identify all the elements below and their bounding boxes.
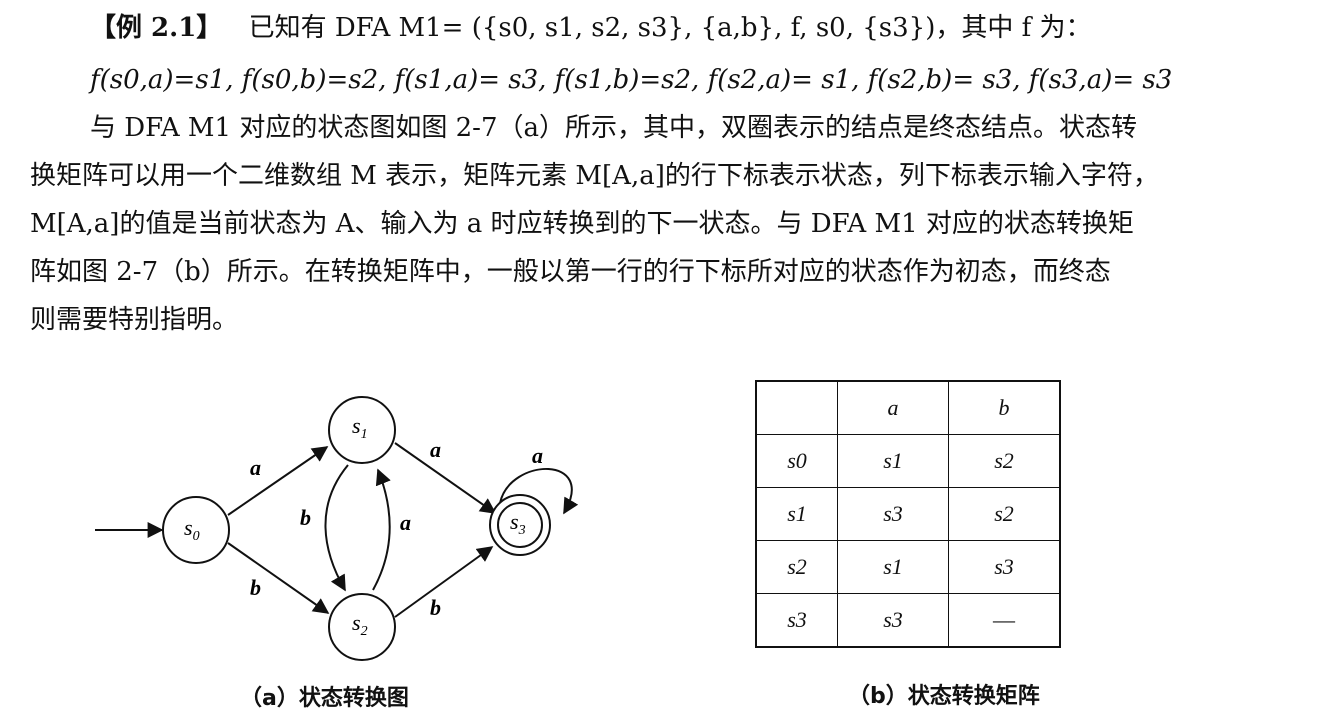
- edge-label-s3-s3: a: [532, 443, 543, 468]
- edge-s3-s3-loop: [499, 467, 579, 515]
- edge-s2-s3: [394, 546, 494, 618]
- state-label-s3: s3: [510, 509, 526, 538]
- edge-label-s0-s1: a: [250, 455, 261, 480]
- matrix-row: s2 s1 s3: [755, 540, 1061, 594]
- matrix-cell: s2: [948, 434, 1061, 488]
- edge-label-s0-s2: b: [250, 575, 261, 600]
- matrix-row-header: s2: [755, 540, 838, 594]
- state-node-s1: [328, 396, 396, 464]
- state-label-s0: s0: [184, 515, 200, 544]
- matrix-cell: s3: [837, 487, 949, 541]
- edge-s1-s2: [324, 464, 349, 592]
- matrix-cell: s3: [837, 593, 949, 648]
- edge-label-s1-s3: a: [430, 437, 441, 462]
- example-heading-line: 【例 2.1】 已知有 DFA M1= ({s0, s1, s2, s3}, {…: [90, 12, 1092, 44]
- example-tag: 【例 2.1】: [90, 13, 223, 43]
- body-line-2: 换矩阵可以用一个二维数组 M 表示，矩阵元素 M[A,a]的行下标表示状态，列下…: [30, 161, 1159, 191]
- edge-s0-s2: [227, 542, 330, 614]
- state-label-s1: s1: [352, 413, 368, 442]
- body-line-1: 与 DFA M1 对应的状态图如图 2-7（a）所示，其中，双圈表示的结点是终态…: [90, 113, 1137, 143]
- body-line-5: 则需要特别指明。: [30, 305, 239, 335]
- matrix-row: s0 s1 s2: [755, 434, 1061, 488]
- matrix-col-header-a: a: [837, 380, 949, 435]
- state-node-s0: [162, 496, 230, 564]
- matrix-row: s1 s3 s2: [755, 487, 1061, 541]
- matrix-row-header: s0: [755, 434, 838, 488]
- body-line-4: 阵如图 2-7（b）所示。在转换矩阵中，一般以第一行的行下标所对应的状态作为初态…: [30, 257, 1111, 287]
- matrix-row-header: s3: [755, 593, 838, 648]
- matrix-corner-cell: [755, 380, 838, 435]
- state-label-s2: s2: [352, 610, 368, 639]
- body-line-3: M[A,a]的值是当前状态为 A、输入为 a 时应转换到的下一状态。与 DFA …: [30, 209, 1134, 239]
- matrix-row: s3 s3 —: [755, 593, 1061, 648]
- matrix-caption: （b）状态转换矩阵: [848, 684, 1040, 709]
- matrix-cell-empty: —: [948, 593, 1061, 648]
- state-node-s2: [328, 593, 396, 661]
- matrix-header-row: a b: [755, 380, 1061, 435]
- matrix-cell: s3: [948, 540, 1061, 594]
- transition-matrix: a b s0 s1 s2 s1 s3 s2 s2 s1 s3 s3 s3 —: [755, 380, 1061, 648]
- edge-label-s1-s2: b: [300, 505, 311, 530]
- transition-function-line: f(s0,a)=s1, f(s0,b)=s2, f(s1,a)= s3, f(s…: [90, 65, 1173, 95]
- edge-label-s2-s3: b: [430, 595, 441, 620]
- edge-s2-s1: [372, 468, 391, 591]
- matrix-cell: s2: [948, 487, 1061, 541]
- edge-s0-s1: [227, 446, 329, 516]
- matrix-row-header: s1: [755, 487, 838, 541]
- edge-label-s2-s1: a: [400, 510, 411, 535]
- matrix-cell: s1: [837, 540, 949, 594]
- diagram-caption: （a）状态转换图: [240, 686, 409, 711]
- state-transition-diagram: s0 s1 s2 s3 a b b a a b a: [95, 396, 579, 661]
- edge-s1-s3: [394, 442, 497, 514]
- example-definition: 已知有 DFA M1= ({s0, s1, s2, s3}, {a,b}, f,…: [248, 13, 1092, 43]
- matrix-col-header-b: b: [948, 380, 1061, 435]
- matrix-cell: s1: [837, 434, 949, 488]
- final-state-inner-ring: [497, 502, 543, 548]
